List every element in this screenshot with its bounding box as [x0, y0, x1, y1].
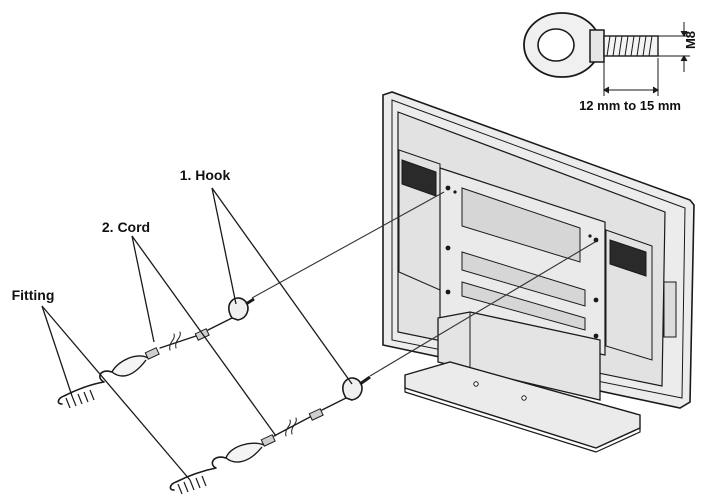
upper-hook-icon: [228, 297, 249, 321]
lower-attachment-line: [369, 241, 596, 377]
upper-attachment-line: [251, 191, 445, 299]
leader-lines: [41, 187, 353, 481]
fitting-label: Fitting: [12, 287, 55, 303]
anchor-cords: [251, 191, 596, 377]
thread-marks: [606, 35, 653, 57]
tv-stand: [404, 311, 641, 453]
upper-anchor-assembly: [57, 297, 255, 409]
eye-bolt-hole: [537, 28, 575, 62]
thread-size-label: M8: [683, 31, 698, 49]
eye-bolt-collar: [589, 29, 605, 63]
length-range-label: 12 mm to 15 mm: [579, 98, 681, 113]
lower-fitting-loop: [225, 442, 265, 463]
m8-dimension: [658, 22, 690, 72]
hook-label: 1. Hook: [180, 167, 231, 183]
lower-anchor-assembly: [169, 375, 371, 495]
length-dimension: [603, 58, 659, 96]
side-connector: [663, 281, 677, 338]
lower-fitting-screw-icon: [169, 456, 227, 491]
lower-hook-icon: [342, 377, 363, 401]
upper-fitting-loop: [111, 355, 149, 377]
stand-neck: [437, 311, 601, 401]
vent-slots: [461, 187, 586, 331]
tv-right-handle: [609, 239, 647, 277]
eye-bolt-detail: M8 12 mm to 15 mm: [523, 12, 698, 113]
cord-label: 2. Cord: [102, 219, 150, 235]
